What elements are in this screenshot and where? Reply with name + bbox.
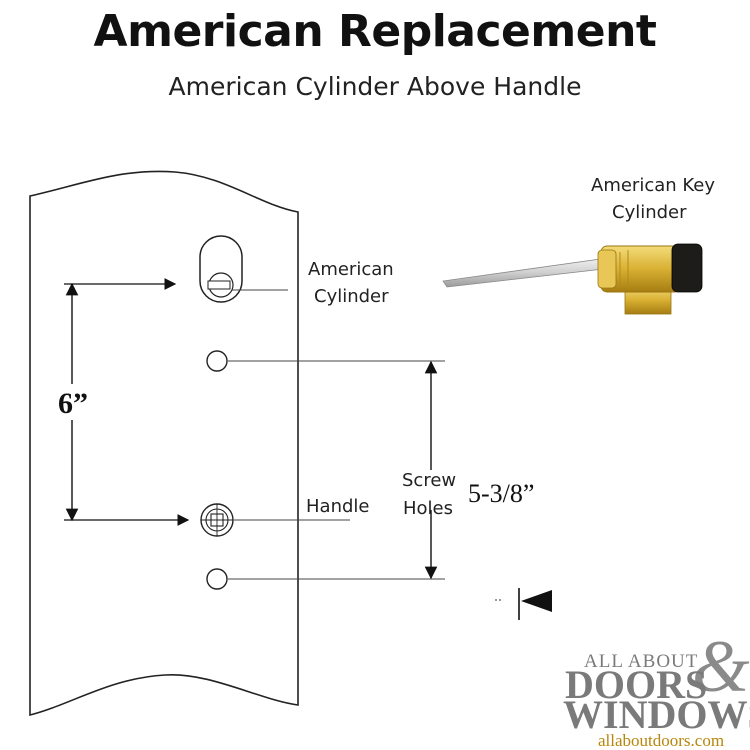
screw-hole-dimension: Screw Holes 5-3/8”: [402, 360, 534, 580]
door-edge-outline: [29, 170, 299, 717]
lower-screw-hole: [206, 568, 228, 590]
screw-label-line1: Screw: [402, 470, 456, 491]
logo-line3: WINDOWS: [563, 692, 750, 737]
key-cylinder-label-line2: Cylinder: [612, 202, 687, 223]
american-cylinder-label-line2: Cylinder: [314, 286, 389, 307]
logo-ampersand: &: [692, 626, 750, 708]
logo-line2: DOORS: [565, 662, 707, 707]
six-inch-dimension: 6”: [52, 278, 190, 526]
brand-logo: ALL ABOUT & DOORS WINDOWS allaboutdoors.…: [563, 626, 750, 750]
page-subtitle: American Cylinder Above Handle: [168, 72, 582, 101]
page-title: American Replacement: [93, 6, 657, 57]
cylinder-hole: [199, 235, 243, 303]
six-inch-label: 6”: [58, 387, 88, 420]
handle-hole: [200, 503, 234, 537]
key-cylinder-label-line1: American Key: [591, 175, 715, 196]
screw-label-line2: Holes: [403, 498, 453, 519]
logo-url: allaboutdoors.com: [598, 731, 724, 750]
key-cylinder-image: [442, 243, 703, 315]
logo-line1: ALL ABOUT: [584, 651, 698, 672]
american-cylinder-label-line1: American: [308, 259, 394, 280]
screw-dimension-label: 5-3/8”: [468, 479, 534, 508]
pointer-arrow: [495, 588, 552, 620]
upper-screw-hole: [206, 350, 228, 372]
handle-label: Handle: [306, 496, 369, 517]
